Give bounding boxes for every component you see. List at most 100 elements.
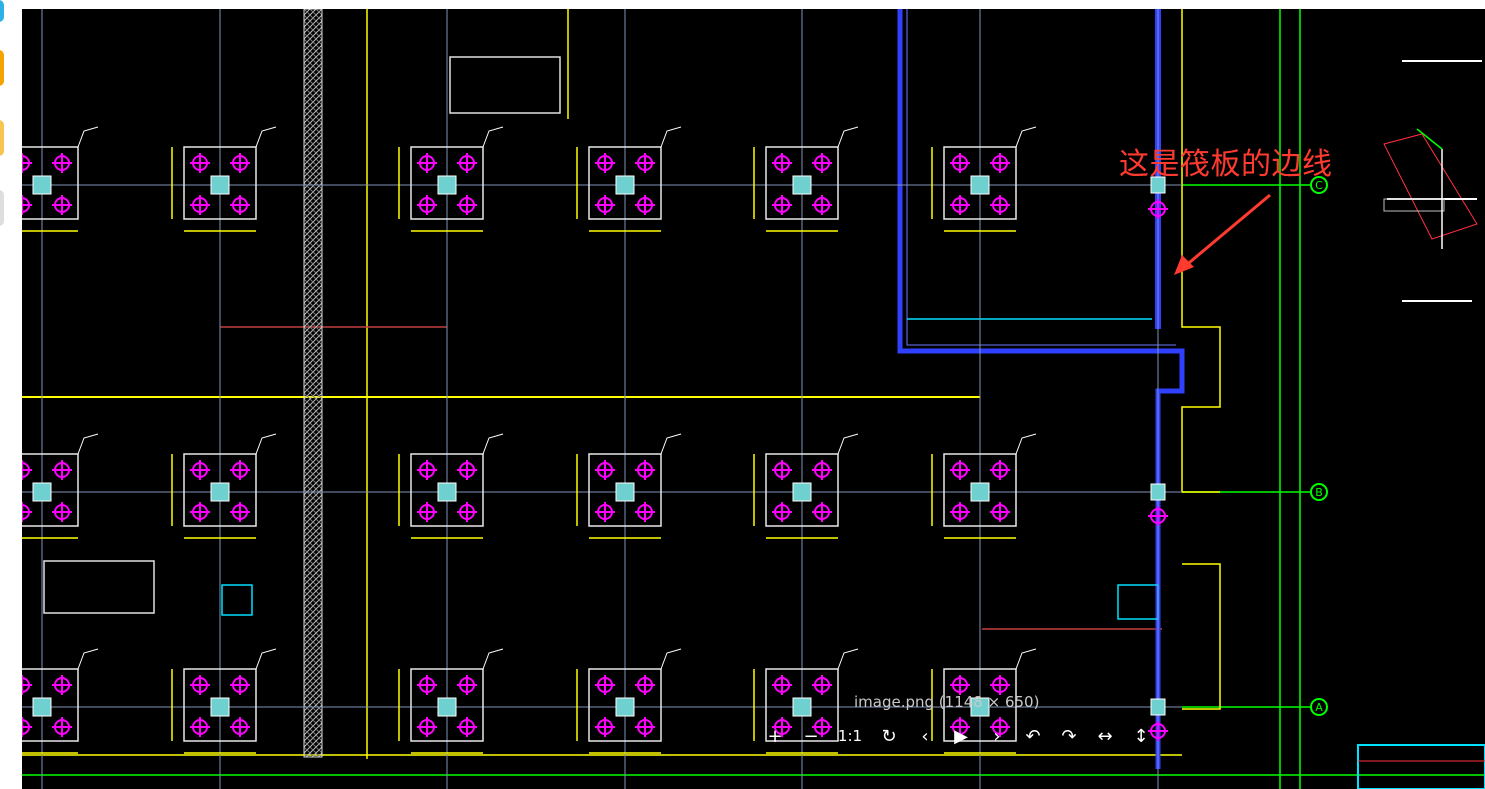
- rotate-right-icon[interactable]: ↷: [1061, 725, 1077, 747]
- raft-edge-line: [897, 9, 1185, 769]
- leader-line: [660, 433, 682, 455]
- pile-cap-outline: [410, 146, 484, 220]
- column-block: [210, 175, 230, 195]
- flip-horizontal-icon[interactable]: ↔: [1097, 725, 1113, 747]
- cad-drawing: C B A: [22, 9, 1485, 789]
- pile-cap-outline: [183, 146, 257, 220]
- pile-caps: [22, 126, 1168, 754]
- prev-icon[interactable]: ‹: [921, 725, 929, 747]
- raft-edge-inner: [906, 9, 1176, 346]
- viewer-toolbar: + − 1:1 ↻ ‹ ▶ › ↶ ↷ ↔ ↕: [760, 721, 1156, 751]
- leader-line: [77, 648, 99, 670]
- column-block: [32, 175, 52, 195]
- axis-bubble-label: B: [1315, 486, 1323, 499]
- pile-cap-outline: [410, 453, 484, 527]
- column-block: [970, 697, 990, 717]
- column-block: [970, 175, 990, 195]
- leader-line: [837, 648, 859, 670]
- note-box: [43, 560, 155, 614]
- edge-column-block: [1150, 698, 1166, 716]
- leader-line: [1015, 433, 1037, 455]
- pile-cap-outline: [410, 668, 484, 742]
- zoom-out-icon[interactable]: −: [803, 725, 819, 747]
- refresh-icon[interactable]: ↻: [881, 725, 897, 747]
- image-caption: image.png (1148 × 650): [854, 693, 1040, 711]
- leader-line: [1015, 126, 1037, 148]
- pile-cap-outline: [765, 146, 839, 220]
- pile-cap-outline: [22, 146, 79, 220]
- top-strip: [22, 0, 1485, 9]
- column-block: [792, 175, 812, 195]
- section-detail: [1383, 128, 1478, 249]
- grid-lines: [22, 9, 1182, 789]
- column-block: [437, 175, 457, 195]
- left-gutter: [0, 0, 22, 789]
- column-block: [437, 697, 457, 717]
- note-box: [449, 56, 561, 114]
- column-block: [615, 482, 635, 502]
- leader-line: [482, 648, 504, 670]
- pile-cap-outline: [588, 668, 662, 742]
- actual-size-button[interactable]: 1:1: [837, 727, 863, 745]
- zoom-in-icon[interactable]: +: [767, 725, 783, 747]
- leader-line: [255, 126, 277, 148]
- arrow-head: [1174, 255, 1194, 275]
- title-block: [1357, 744, 1485, 789]
- note-box: [1117, 584, 1159, 620]
- edge-column-block: [1150, 176, 1166, 194]
- axis-bubbles: C B A: [1310, 176, 1328, 716]
- note-box: [221, 584, 253, 616]
- next-icon[interactable]: ›: [993, 725, 1001, 747]
- pile-cap-outline: [943, 668, 1017, 742]
- pile-cap-outline: [943, 453, 1017, 527]
- column-block: [32, 697, 52, 717]
- gutter-tab-cyan[interactable]: [0, 0, 4, 22]
- leader-line: [837, 126, 859, 148]
- column-block: [210, 697, 230, 717]
- rotate-left-icon[interactable]: ↶: [1025, 725, 1041, 747]
- column-block: [210, 482, 230, 502]
- axis-bubble-label: C: [1315, 179, 1323, 192]
- pile-cap-outline: [22, 668, 79, 742]
- pile-cap-outline: [943, 146, 1017, 220]
- leader-line: [255, 433, 277, 455]
- annotation-arrow: [1174, 193, 1271, 275]
- play-icon[interactable]: ▶: [954, 725, 968, 747]
- leader-line: [482, 126, 504, 148]
- gutter-tab-yellow[interactable]: [0, 120, 4, 156]
- gutter-tab-gray[interactable]: [0, 190, 4, 226]
- edge-column-block: [1150, 483, 1166, 501]
- leader-line: [837, 433, 859, 455]
- column-block: [970, 482, 990, 502]
- leader-line: [77, 433, 99, 455]
- leader-line: [482, 433, 504, 455]
- pile-cap-outline: [588, 146, 662, 220]
- pile-cap-outline: [183, 453, 257, 527]
- pile-cap-outline: [765, 668, 839, 742]
- leader-line: [660, 648, 682, 670]
- gutter-tab-orange[interactable]: [0, 50, 4, 86]
- pile-cap-outline: [588, 453, 662, 527]
- column-block: [437, 482, 457, 502]
- pile-cap-outline: [22, 453, 79, 527]
- axis-bubble: [1310, 698, 1328, 716]
- leader-line: [660, 126, 682, 148]
- axis-bubble-label: A: [1315, 701, 1323, 714]
- column-block: [32, 482, 52, 502]
- hatched-wall: [303, 9, 323, 758]
- flip-vertical-icon[interactable]: ↕: [1133, 725, 1149, 747]
- leader-line: [255, 648, 277, 670]
- cad-drawing-view[interactable]: C B A 这是筏板的边线 image.png (1148 × 650) + − 1…: [22, 9, 1485, 789]
- axis-bubble: [1310, 483, 1328, 501]
- column-block: [792, 697, 812, 717]
- pile-cap-outline: [765, 453, 839, 527]
- leader-line: [1015, 648, 1037, 670]
- annotation-label: 这是筏板的边线: [1119, 147, 1333, 182]
- column-block: [615, 697, 635, 717]
- pile-cap-outline: [183, 668, 257, 742]
- column-block: [615, 175, 635, 195]
- leader-line: [77, 126, 99, 148]
- column-block: [792, 482, 812, 502]
- arrow-shaft: [1183, 193, 1271, 269]
- step-outline: [1182, 563, 1221, 710]
